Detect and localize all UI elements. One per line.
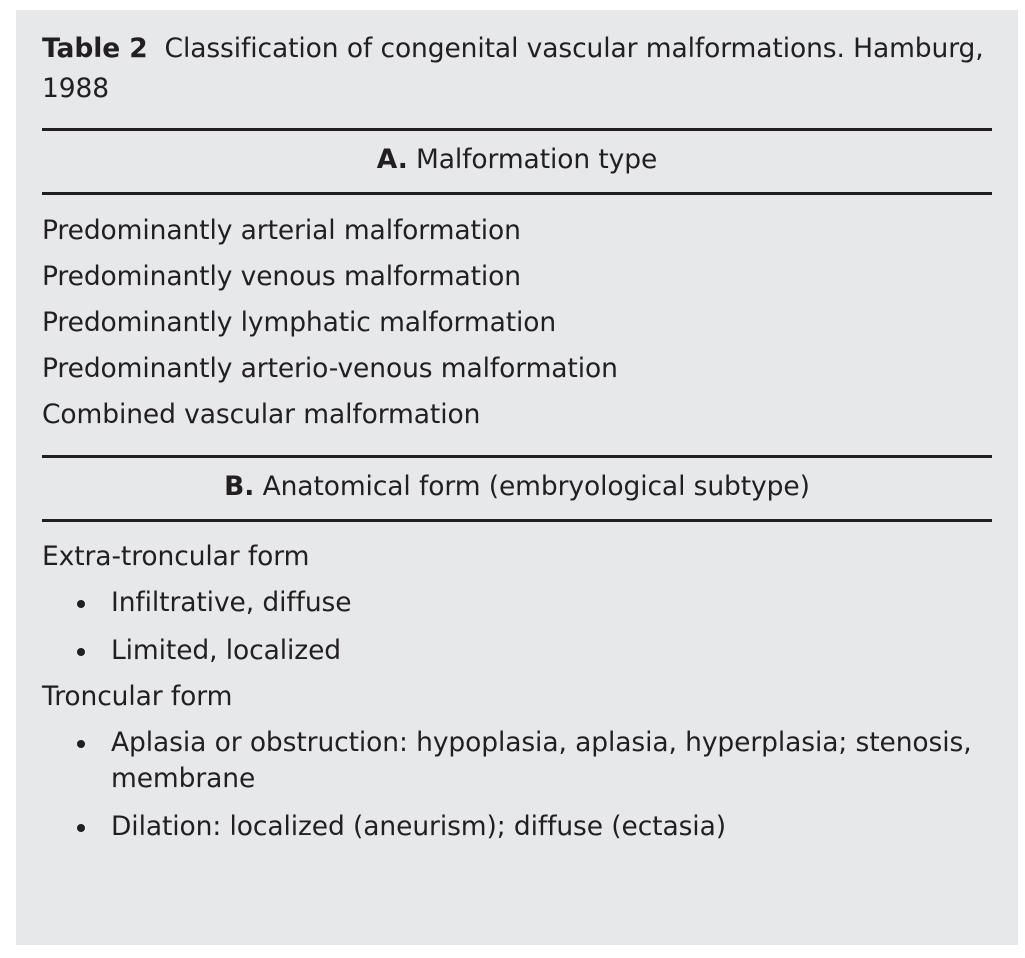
subhead-troncular: Troncular form [42, 681, 233, 712]
section-a-body: Predominantly arterial malformation Pred… [42, 195, 992, 455]
rule-under-section-a-header [42, 192, 992, 195]
list-item-label: Limited, localized [111, 635, 342, 666]
bullet-list-troncular: Aplasia or obstruction: hypoplasia, apla… [42, 719, 992, 851]
section-b-header: B. Anatomical form (embryological subtyp… [42, 458, 992, 519]
table-row: Combined vascular malformation [42, 399, 481, 430]
table-row: Predominantly lymphatic malformation [42, 307, 557, 338]
section-b-heading: Anatomical form (embryological subtype) [262, 471, 810, 502]
section-a-letter: A. [376, 144, 408, 175]
subhead-extra-troncular: Extra-troncular form [42, 541, 310, 572]
list-item-label: Infiltrative, diffuse [111, 587, 352, 618]
section-a-header: A. Malformation type [42, 131, 992, 192]
bullet-list-extra-troncular: Infiltrative, diffuse Limited, localized [42, 579, 992, 675]
rule-top [42, 128, 992, 131]
section-b-body: Extra-troncular form Infiltrative, diffu… [42, 522, 992, 861]
table-caption-label: Table 2 [42, 33, 148, 64]
rule-under-section-b-header [42, 519, 992, 522]
bullet-dot-icon [77, 824, 85, 832]
bullet-dot-icon [77, 740, 85, 748]
list-item: Aplasia or obstruction: hypoplasia, apla… [42, 719, 992, 803]
table-row: Predominantly arterio-venous malformatio… [42, 353, 618, 384]
list-item: Limited, localized [42, 627, 992, 675]
table-row: Predominantly venous malformation [42, 261, 521, 292]
list-item-label: Dilation: localized (aneurism); diffuse … [111, 811, 726, 842]
table-row: Predominantly arterial malformation [42, 215, 521, 246]
section-a-heading: Malformation type [416, 144, 658, 175]
bullet-dot-icon [77, 600, 85, 608]
bullet-dot-icon [77, 648, 85, 656]
list-item: Dilation: localized (aneurism); diffuse … [42, 803, 992, 851]
section-b-letter: B. [224, 471, 255, 502]
list-item: Infiltrative, diffuse [42, 579, 992, 627]
table-caption-text: Classification of congenital vascular ma… [42, 33, 984, 104]
list-item-label: Aplasia or obstruction: hypoplasia, apla… [111, 727, 972, 794]
rule-above-section-b-header [42, 455, 992, 458]
